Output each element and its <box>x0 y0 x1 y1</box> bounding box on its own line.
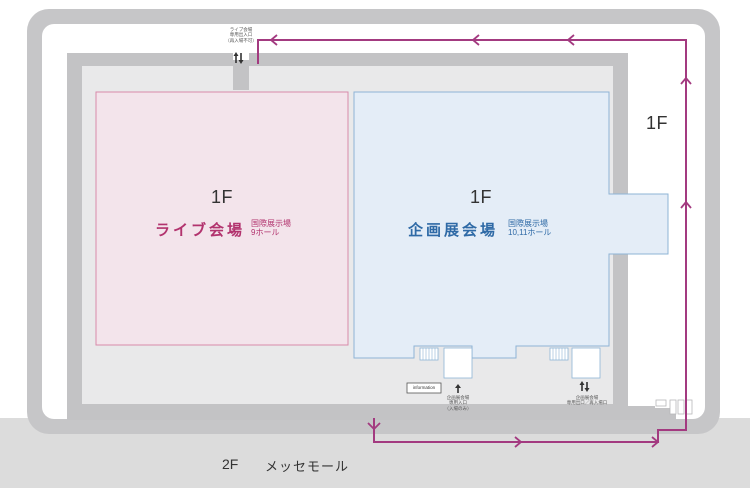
expo-hall-sub-line1: 国際展示場 <box>508 219 548 228</box>
expo-exit-line1: 企画展会場 <box>575 395 599 400</box>
route-line <box>257 39 687 443</box>
expo-exit-arrows <box>579 381 590 392</box>
expo-entrance-note: 企画展会場 専用入口 （入場のみ） <box>438 395 478 411</box>
mall-name: メッセモール <box>265 459 350 474</box>
live-entrance-line3: （再入場不可） <box>225 37 257 43</box>
expo-hall-floor-label: 1F <box>470 187 493 207</box>
live-hall-sub-line2: 9ホール <box>251 228 280 237</box>
information-box <box>406 382 442 394</box>
expo-entrance-line3: （入場のみ） <box>444 405 472 411</box>
route-arrows <box>269 34 692 448</box>
expo-entrance-line1: 企画展会場 <box>446 395 470 400</box>
outer-floor-label: 1F <box>646 113 669 133</box>
expo-entrance-line2: 専用入口 <box>449 400 467 406</box>
live-hall-sub-line1: 国際展示場 <box>251 219 291 228</box>
live-entrance-arrows <box>233 52 244 64</box>
live-entrance-line1: ライブ会場 <box>229 27 253 32</box>
live-entrance-note: ライブ会場 専用出入口 （再入場不可） <box>219 27 263 43</box>
expo-entrance-arrow <box>455 384 461 393</box>
live-hall-sub: 国際展示場 9ホール <box>251 219 291 237</box>
expo-hall-sub-line2: 10,11ホール <box>508 228 552 237</box>
expo-hall-name: 企画展会場 <box>408 222 499 239</box>
live-entrance-line2: 専用出入口 <box>229 32 253 38</box>
live-hall-name: ライブ会場 <box>155 222 246 239</box>
mall-floor-label: 2F <box>222 456 239 472</box>
live-hall-area <box>95 91 349 346</box>
expo-exit-line2: 専用出口／再入場口 <box>566 400 608 406</box>
expo-exit-note: 企画展会場 専用出口／再入場口 <box>560 395 614 406</box>
expo-hall-area <box>353 91 669 359</box>
live-hall-floor-label: 1F <box>211 187 234 207</box>
stairs-left <box>419 347 473 379</box>
information-label: information <box>412 385 436 390</box>
stairs-right <box>549 347 601 379</box>
expo-hall-sub: 国際展示場 10,11ホール <box>508 219 551 237</box>
